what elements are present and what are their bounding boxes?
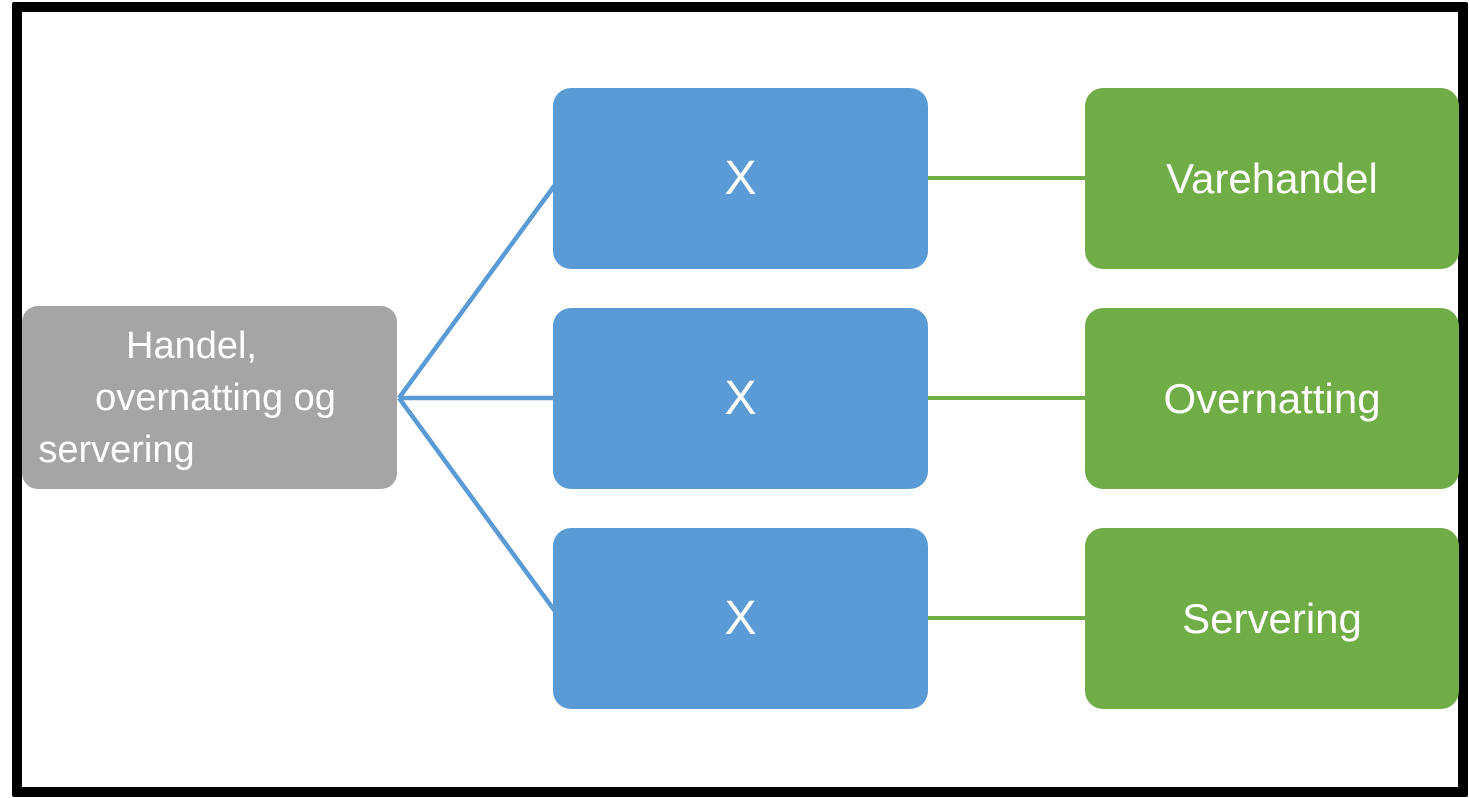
leaf-node-overnatting: Overnatting — [1085, 308, 1459, 489]
middle-node-3-label: X — [724, 592, 757, 645]
middle-node-2: X — [553, 308, 928, 489]
leaf-node-varehandel-label: Varehandel — [1166, 154, 1378, 202]
leaf-node-servering-label: Servering — [1182, 594, 1362, 642]
middle-node-1: X — [553, 88, 928, 269]
root-node: Handel, overnatting og servering — [22, 306, 397, 489]
middle-node-3: X — [553, 528, 928, 709]
connector-root-to-middle-3 — [397, 396, 562, 620]
root-label-line-1: Handel, — [126, 324, 257, 367]
leaf-node-servering: Servering — [1085, 528, 1459, 709]
connector-root-to-middle-1 — [397, 176, 562, 400]
root-label-line-2: overnatting og — [95, 376, 336, 419]
diagram-frame — [12, 2, 1468, 797]
middle-node-2-label: X — [724, 372, 757, 425]
leaf-node-overnatting-label: Overnatting — [1163, 374, 1381, 422]
root-label-line-3: servering — [38, 428, 195, 471]
root-node-label: Handel, overnatting og servering — [22, 320, 397, 476]
middle-node-1-label: X — [724, 152, 757, 205]
leaf-node-varehandel: Varehandel — [1085, 88, 1459, 269]
